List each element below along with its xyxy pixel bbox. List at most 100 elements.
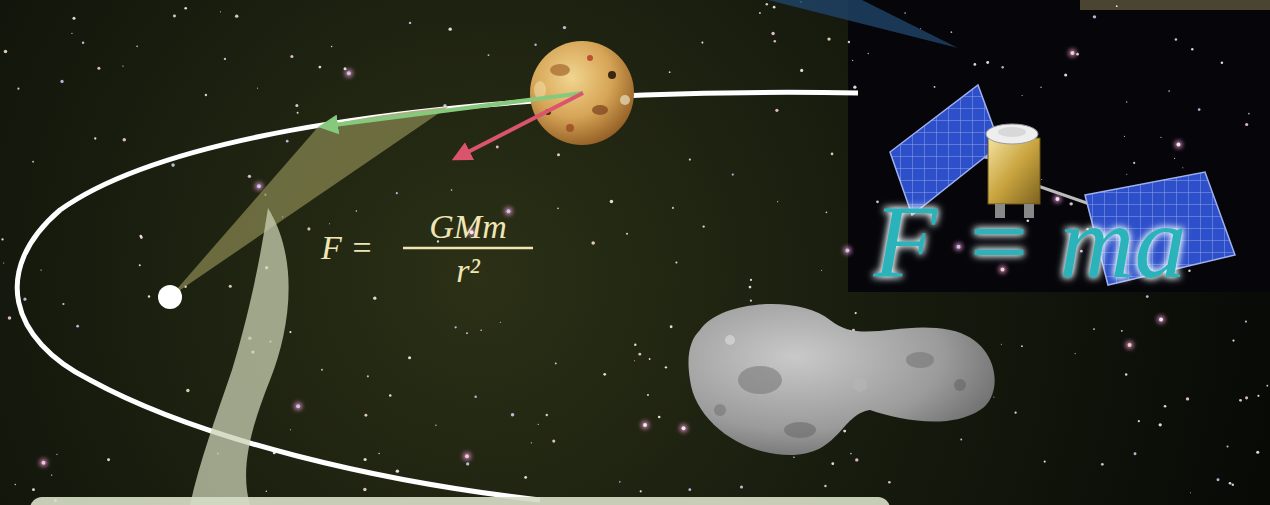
star-glow xyxy=(345,69,353,77)
star xyxy=(1232,339,1234,341)
star xyxy=(408,356,411,359)
star xyxy=(1198,108,1201,111)
star xyxy=(688,488,691,491)
star xyxy=(800,69,803,72)
star xyxy=(41,461,45,465)
star xyxy=(703,225,705,227)
star xyxy=(466,462,469,465)
star xyxy=(1021,345,1023,347)
star xyxy=(774,40,776,42)
star xyxy=(1093,15,1096,18)
star xyxy=(1191,48,1193,50)
star xyxy=(634,344,636,346)
star xyxy=(773,6,776,9)
star xyxy=(474,395,476,397)
star xyxy=(289,331,291,333)
star xyxy=(855,312,857,314)
star xyxy=(619,481,621,483)
star xyxy=(643,423,647,427)
star xyxy=(777,201,778,202)
star xyxy=(1232,483,1235,486)
star xyxy=(60,80,63,83)
star xyxy=(466,332,468,334)
star xyxy=(1175,38,1177,40)
star xyxy=(32,161,34,163)
star xyxy=(23,298,26,301)
star xyxy=(500,322,501,323)
star xyxy=(248,175,251,178)
star xyxy=(824,485,827,488)
star xyxy=(364,414,367,417)
star xyxy=(205,94,207,96)
star xyxy=(290,55,293,58)
star xyxy=(1245,396,1248,399)
star xyxy=(701,42,703,44)
star xyxy=(72,17,75,20)
star xyxy=(665,366,667,368)
star xyxy=(855,458,858,461)
star xyxy=(32,488,35,491)
star xyxy=(640,490,642,492)
star xyxy=(56,454,57,455)
star xyxy=(367,375,369,377)
star xyxy=(934,86,936,88)
star xyxy=(826,212,828,214)
star xyxy=(1126,174,1127,175)
star xyxy=(82,42,84,44)
top-bar xyxy=(1080,0,1270,10)
star xyxy=(139,264,141,266)
star-glow xyxy=(39,459,47,467)
star-glow xyxy=(294,402,302,410)
star xyxy=(1190,492,1191,493)
star xyxy=(94,137,96,139)
star-glow xyxy=(641,421,649,429)
focus-point xyxy=(158,285,182,309)
star xyxy=(4,50,8,54)
star xyxy=(184,7,187,10)
star xyxy=(511,413,515,417)
star-glow xyxy=(1126,341,1134,349)
star xyxy=(1257,395,1259,397)
star xyxy=(62,303,64,305)
formula-denominator: r² xyxy=(456,254,479,288)
star xyxy=(257,88,258,89)
velocity-arrow xyxy=(334,93,583,125)
star xyxy=(148,295,150,297)
star xyxy=(171,163,175,167)
star xyxy=(557,153,560,156)
star xyxy=(1101,463,1104,466)
star xyxy=(356,210,358,212)
star xyxy=(220,11,221,12)
star xyxy=(378,453,380,455)
star xyxy=(1245,320,1247,322)
fraction-bar xyxy=(403,247,533,250)
star xyxy=(347,71,351,75)
star xyxy=(845,248,849,252)
star xyxy=(296,404,300,408)
star xyxy=(843,430,846,433)
formula-numerator: GMm xyxy=(429,210,506,244)
star xyxy=(1256,451,1259,454)
star xyxy=(465,454,469,458)
star xyxy=(610,200,613,203)
star xyxy=(682,426,686,430)
star xyxy=(1174,158,1175,159)
star xyxy=(1134,452,1137,455)
star xyxy=(235,14,238,17)
star xyxy=(986,61,989,64)
star-glow xyxy=(680,424,688,432)
star xyxy=(40,269,41,270)
star xyxy=(257,184,261,188)
star xyxy=(286,140,289,143)
star xyxy=(344,67,347,70)
star xyxy=(853,86,856,89)
star xyxy=(396,469,399,472)
star xyxy=(793,457,794,458)
star xyxy=(373,297,376,300)
star xyxy=(51,474,52,475)
star xyxy=(1001,344,1002,345)
star xyxy=(658,416,661,419)
star xyxy=(848,41,850,43)
